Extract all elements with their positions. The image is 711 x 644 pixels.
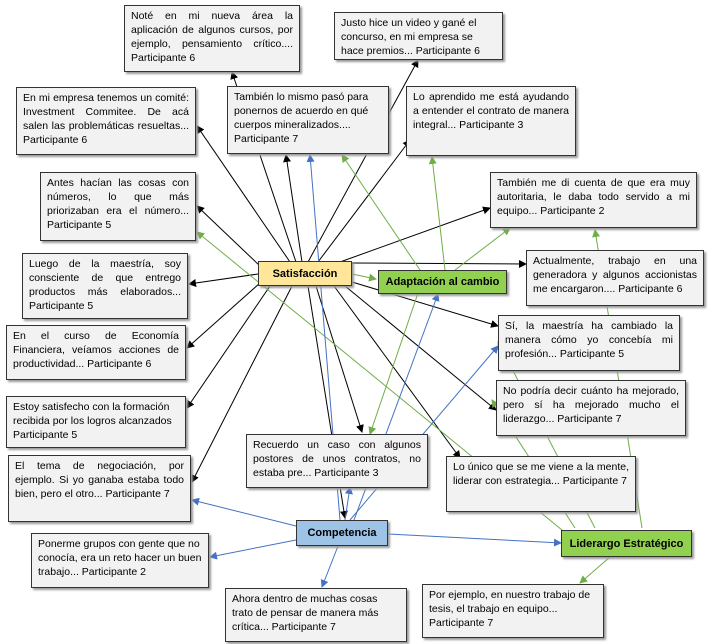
edge-satisfaccion-q3 [196,125,291,263]
node-competencia: Competencia [296,520,388,546]
quote-box-10: En el curso de Economía Financiera, veía… [6,325,186,380]
edge-satisfaccion-q2 [307,59,419,263]
edge-satisfaccion-q16 [333,285,461,459]
edge-competencia-q14 [344,486,353,521]
quote-box-17: Ponerme grupos con gente que no conocía,… [31,533,209,588]
edge-satisfaccion-q7 [339,206,491,263]
edge-competencia-q11 [349,345,499,521]
node-satisfaccion: Satisfacción [258,261,352,286]
quote-box-13: No podría decir cuánto ha mejorado, pero… [496,380,686,436]
edge-satisfaccion-q9 [351,259,527,268]
quote-box-3: En mi empresa tenemos un comité: Investm… [16,87,196,155]
quote-box-9: Actualmente, trabajo en una generadora y… [526,250,704,306]
quote-box-15: El tema de negociación, por ejemplo. Si … [8,455,191,522]
quote-box-8: Luego de la maestría, soy consciente de … [22,253,188,319]
edge-satisfaccion-q11 [351,281,499,328]
quote-box-18: Ahora dentro de muchas cosas trato de pe… [225,588,407,642]
quote-box-7: También me di cuenta de que era muy auto… [490,172,697,228]
quote-box-6: Antes hacían las cosas con números, lo q… [40,172,196,241]
quote-box-2: Justo hice un video y gané el concurso, … [334,12,503,60]
edge-adaptacion-q7 [454,227,511,271]
edge-adaptacion-q14 [368,292,419,435]
edge-adaptacion-q5 [428,156,446,271]
edge-competencia-liderazgo [387,533,562,547]
edge-satisfaccion-q6 [196,205,261,267]
quote-box-4: También lo mismo pasó para ponernos de a… [227,86,389,154]
quote-box-11: Sí, la maestría ha cambiado la manera có… [498,315,680,371]
edge-satisfaccion-q10 [186,282,261,349]
quote-box-16: Lo único que se me viene a la mente, lid… [446,456,636,512]
quote-box-19: Por ejemplo, en nuestro trabajo de tesis… [422,584,604,638]
node-liderazgo-estrategico: Liderargo Estratégico [561,530,692,557]
edge-competencia-q17 [209,539,297,560]
edge-satisfaccion-q13 [344,285,497,411]
edge-satisfaccion-adaptacion [351,273,377,282]
edge-adaptacion-q4 [341,154,421,271]
edge-satisfaccion-q14 [315,285,364,433]
edge-satisfaccion-q8 [188,273,259,287]
edge-liderazgo-q19 [579,556,611,584]
edge-competencia-q15 [191,497,297,527]
edge-satisfaccion-q12 [186,285,271,409]
node-adaptacion-al-cambio: Adaptación al cambio [378,270,507,294]
edge-satisfaccion-q4 [283,154,303,263]
quote-box-1: Noté en mi nueva área la aplicación de a… [124,5,300,72]
quote-box-5: Lo aprendido me está ayudando a entender… [406,86,576,156]
quote-box-14: Recuerdo un caso con algunos postores de… [246,434,428,488]
quote-box-12: Estoy satisfecho con la formación recibi… [6,396,186,448]
edge-satisfaccion-q5 [317,139,411,263]
edge-satisfaccion-q15 [191,285,293,483]
edge-competencia-q18 [320,545,339,588]
